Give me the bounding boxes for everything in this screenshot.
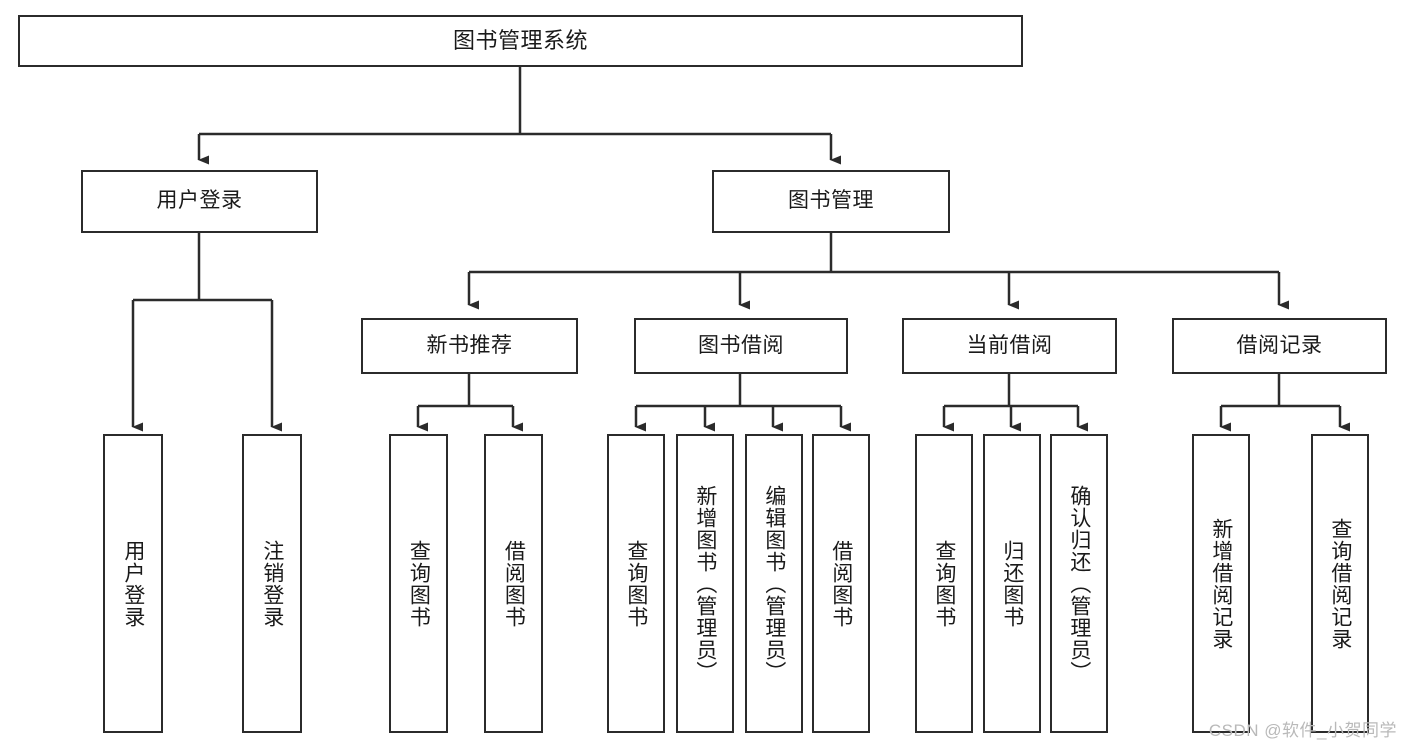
node-label: 查询借阅记录 [1328, 517, 1352, 650]
csdn-watermark: CSDN @软件_小贺同学 [1208, 721, 1397, 740]
node-label: 新增图书（管理员） [693, 484, 717, 683]
node-label: 新增借阅记录 [1209, 517, 1233, 650]
node-new-book-recommend[interactable]: 新书推荐 [361, 318, 578, 374]
node-book-management[interactable]: 图书管理 [712, 170, 950, 233]
leaf-return-book[interactable]: 归还图书 [983, 434, 1041, 733]
node-label: 图书借阅 [698, 333, 784, 357]
node-label: 借阅图书 [502, 539, 526, 628]
node-label: 当前借阅 [966, 333, 1053, 357]
leaf-query-book-borrow[interactable]: 查询图书 [607, 434, 665, 733]
node-label: 借阅图书 [829, 539, 853, 628]
leaf-user-login[interactable]: 用户登录 [103, 434, 163, 733]
node-label: 图书管理系统 [452, 28, 588, 54]
leaf-edit-book-admin[interactable]: 编辑图书（管理员） [745, 434, 803, 733]
node-label: 图书管理 [788, 189, 874, 213]
node-label: 查询图书 [407, 539, 431, 628]
node-book-borrow[interactable]: 图书借阅 [634, 318, 848, 374]
node-label: 用户登录 [121, 539, 145, 628]
leaf-add-book-admin[interactable]: 新增图书（管理员） [676, 434, 734, 733]
node-label: 用户登录 [156, 189, 243, 213]
node-label: 确认归还（管理员） [1067, 484, 1091, 683]
leaf-query-book-recommend[interactable]: 查询图书 [389, 434, 448, 733]
node-label: 编辑图书（管理员） [762, 484, 786, 683]
node-root-book-management-system[interactable]: 图书管理系统 [18, 15, 1023, 67]
node-label: 查询图书 [624, 539, 648, 628]
leaf-confirm-return-admin[interactable]: 确认归还（管理员） [1050, 434, 1108, 733]
node-label: 查询图书 [932, 539, 956, 628]
node-current-borrow[interactable]: 当前借阅 [902, 318, 1117, 374]
leaf-logout-login[interactable]: 注销登录 [242, 434, 302, 733]
leaf-borrow-book[interactable]: 借阅图书 [812, 434, 870, 733]
node-user-login[interactable]: 用户登录 [81, 170, 318, 233]
leaf-borrow-book-recommend[interactable]: 借阅图书 [484, 434, 543, 733]
leaf-query-book-current[interactable]: 查询图书 [915, 434, 973, 733]
leaf-query-borrow-record[interactable]: 查询借阅记录 [1311, 434, 1369, 733]
node-label: 借阅记录 [1236, 333, 1323, 357]
node-borrow-record[interactable]: 借阅记录 [1172, 318, 1387, 374]
leaf-add-borrow-record[interactable]: 新增借阅记录 [1192, 434, 1250, 733]
node-label: 注销登录 [260, 539, 284, 628]
node-label: 新书推荐 [426, 333, 513, 357]
node-label: 归还图书 [1000, 539, 1024, 628]
